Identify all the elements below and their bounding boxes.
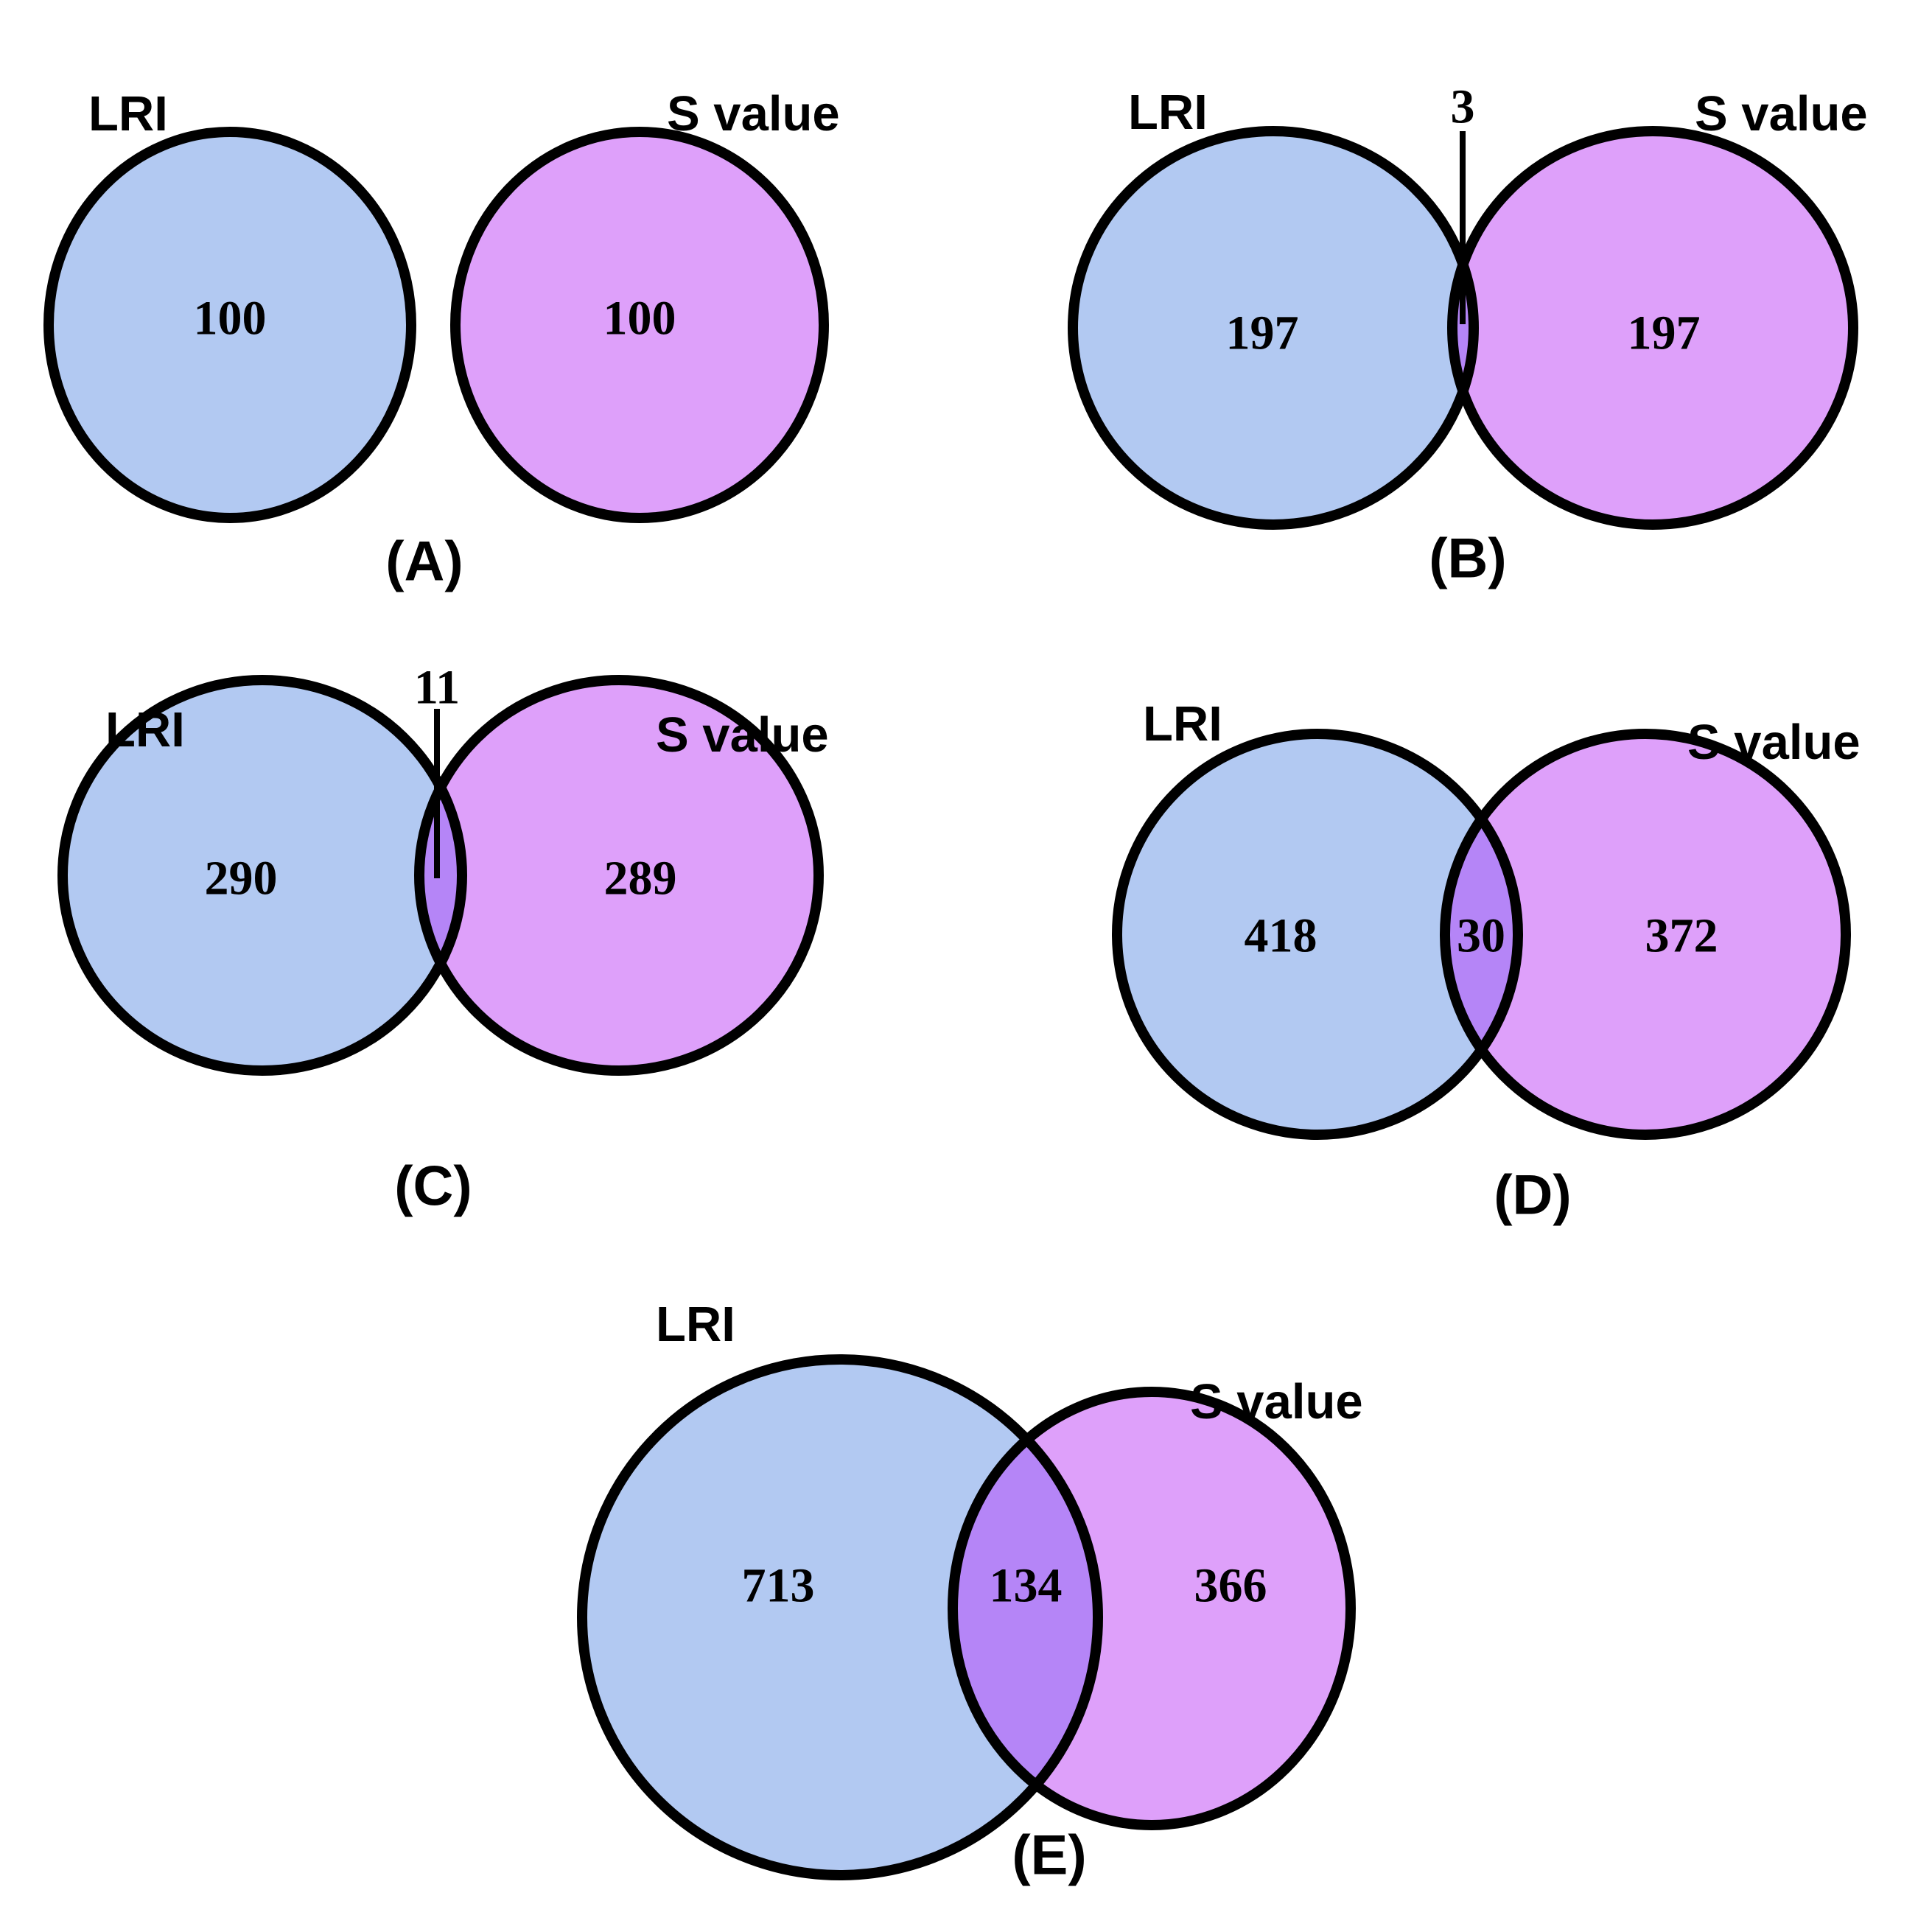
lri-set-label: LRI — [656, 1297, 735, 1352]
s-value-circle-outline — [948, 1387, 1356, 1830]
overlap-count: 134 — [990, 1559, 1063, 1613]
lri-count: 713 — [742, 1559, 815, 1613]
panel-d: LRI S value 418 30 372 (D) — [1112, 696, 1861, 1227]
lri-circle — [63, 680, 462, 1071]
lri-circle — [1117, 734, 1518, 1135]
panel-caption: (D) — [1494, 1164, 1572, 1227]
panel-caption: (A) — [385, 531, 463, 593]
s-value-circle-outline — [1440, 729, 1851, 1140]
lri-circle — [49, 132, 411, 518]
s-value-set-label: S value — [1687, 715, 1861, 770]
lri-circle — [582, 1359, 1098, 1875]
panel-caption: (B) — [1429, 528, 1507, 590]
lri-circle-outline — [1068, 126, 1479, 530]
s-value-set-label: S value — [656, 707, 829, 763]
overlap-count: 30 — [1457, 909, 1505, 963]
lri-count: 100 — [194, 292, 267, 346]
lri-count: 290 — [205, 852, 278, 906]
s-value-circle — [455, 132, 824, 518]
s-value-count: 197 — [1628, 307, 1701, 360]
lri-set-label: LRI — [105, 702, 185, 757]
lri-circle-outline — [57, 675, 467, 1076]
panel-caption: (E) — [1012, 1824, 1086, 1887]
s-value-set-label: S value — [1695, 86, 1868, 141]
s-value-circle — [419, 680, 819, 1071]
overlap-count: 3 — [1451, 80, 1475, 134]
s-value-circle-outline — [414, 675, 824, 1076]
lri-circle-outline — [577, 1354, 1103, 1880]
panel-a: LRI S value 100 100 (A) — [43, 86, 840, 593]
overlap-region — [953, 1392, 1098, 1825]
lri-count: 197 — [1226, 307, 1299, 360]
lri-set-label: LRI — [1128, 85, 1208, 140]
s-value-circle — [1445, 734, 1846, 1135]
lri-circle-outline — [43, 127, 416, 523]
s-value-circle — [1452, 131, 1853, 525]
s-value-circle-outline — [450, 127, 829, 523]
s-value-count: 289 — [604, 852, 677, 906]
s-value-count: 100 — [603, 292, 676, 346]
lri-circle-outline — [1112, 729, 1523, 1140]
panel-b: LRI S value 3 197 197 (B) — [1068, 80, 1868, 590]
s-value-circle-outline — [1447, 126, 1858, 530]
panel-e: LRI S value 713 134 366 (E) — [577, 1297, 1363, 1887]
s-value-count: 372 — [1645, 909, 1718, 963]
lri-set-label: LRI — [88, 86, 168, 141]
panel-caption: (C) — [394, 1155, 472, 1218]
lri-set-label: LRI — [1143, 696, 1222, 752]
overlap-count: 11 — [414, 661, 460, 715]
s-value-set-label: S value — [667, 86, 840, 141]
lri-circle — [1073, 131, 1474, 525]
panel-c: LRI S value 11 290 289 (C) — [57, 661, 829, 1218]
s-value-count: 366 — [1194, 1559, 1267, 1613]
s-value-set-label: S value — [1190, 1374, 1363, 1429]
lri-count: 418 — [1245, 909, 1317, 963]
